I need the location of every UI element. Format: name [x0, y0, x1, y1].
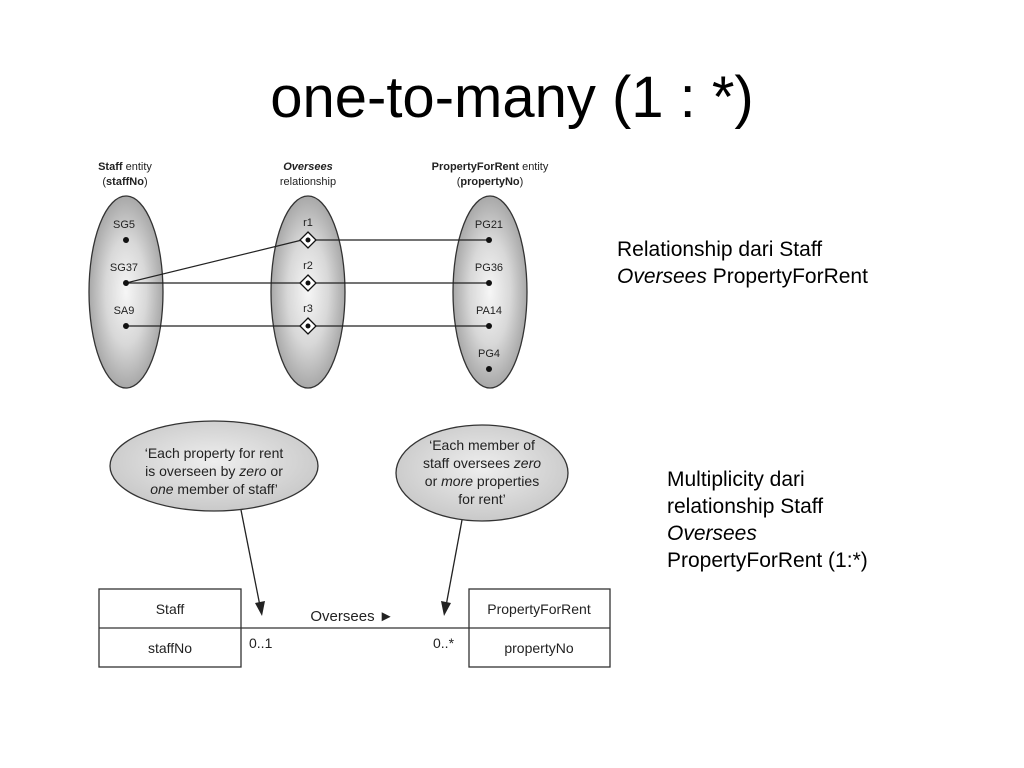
note-left-pointer: [240, 509, 261, 607]
desc1-word: dari: [738, 238, 774, 261]
staff-member-label: SA9: [114, 305, 135, 317]
staff-set-key: (staffNo): [102, 176, 147, 188]
relationship-diamond-icon: [299, 274, 317, 292]
staff-set-ellipse: [88, 195, 164, 389]
desc1-word: Relationship: [617, 238, 733, 261]
note-right-pointer: [445, 519, 463, 607]
property-set-ellipse: [452, 195, 528, 389]
desc1-word: Staff: [779, 238, 823, 261]
multiplicity-left: 0..1: [249, 635, 273, 651]
relationship-set-ellipse: [270, 195, 346, 389]
staff-member-label: SG37: [110, 262, 138, 274]
note-left-line-2: is overseen by zero or: [145, 463, 283, 479]
property-class-box: [468, 588, 611, 668]
relationship-member-label: r3: [303, 303, 313, 315]
desc2-line-2: relationship Staff: [667, 495, 824, 518]
relationship-set-header: Oversees: [283, 161, 333, 173]
staff-member-dot: [123, 323, 129, 329]
relationship-set-subheader: relationship: [280, 176, 336, 188]
desc1-rest: PropertyForRent: [706, 265, 868, 288]
property-member-label: PG36: [475, 262, 503, 274]
desc2-line-1: Multiplicity dari: [667, 468, 805, 491]
desc2-line-4: PropertyForRent (1:*): [667, 549, 868, 572]
description-multiplicity: Multiplicity dari relationship Staff Ove…: [667, 466, 967, 574]
note-right-line-1: ‘Each member of: [429, 437, 535, 453]
arrowhead-icon: [255, 601, 265, 616]
staff-set-header: Staff entity: [98, 161, 152, 173]
staff-member-label: SG5: [113, 219, 135, 231]
link-line: [125, 239, 303, 284]
property-member-dot: [486, 280, 492, 286]
note-right-line-3: or more properties: [425, 473, 539, 489]
property-member-dot: [486, 237, 492, 243]
note-left-line-1: ‘Each property for rent: [145, 445, 284, 461]
staff-class-box: [98, 588, 242, 668]
arrowhead-icon: [441, 601, 451, 616]
property-member-dot: [486, 366, 492, 372]
note-left-line-3: one member of staff’: [150, 481, 278, 497]
property-member-label: PG21: [475, 219, 503, 231]
relationship-member-label: r2: [303, 260, 313, 272]
multiplicity-note-left: [109, 420, 319, 512]
relationship-member-label: r1: [303, 217, 313, 229]
slide-title: one-to-many (1 : *): [270, 65, 754, 130]
property-set-header: PropertyForRent entity: [432, 161, 549, 173]
property-class-attribute: propertyNo: [504, 640, 573, 656]
property-set-key: (propertyNo): [457, 176, 524, 188]
property-member-label: PA14: [476, 305, 502, 317]
note-right-line-2: staff oversees zero: [423, 455, 541, 471]
description-relationship: Relationship dari Staff Oversees Propert…: [617, 236, 965, 290]
staff-member-dot: [123, 237, 129, 243]
note-right-line-4: for rent’: [458, 491, 505, 507]
association-label: Oversees ►: [310, 608, 393, 625]
property-class-name: PropertyForRent: [487, 601, 591, 617]
property-member-dot: [486, 323, 492, 329]
staff-class-attribute: staffNo: [148, 640, 192, 656]
staff-class-name: Staff: [156, 601, 185, 617]
desc1-italic: Oversees: [617, 265, 707, 288]
property-member-label: PG4: [478, 348, 500, 360]
desc2-line-3: Oversees: [667, 522, 757, 545]
relationship-diamond-icon: [299, 317, 317, 335]
relationship-diamond-icon: [299, 231, 317, 249]
multiplicity-right: 0..*: [433, 635, 455, 651]
staff-member-dot: [123, 280, 129, 286]
multiplicity-note-right: [395, 424, 569, 522]
